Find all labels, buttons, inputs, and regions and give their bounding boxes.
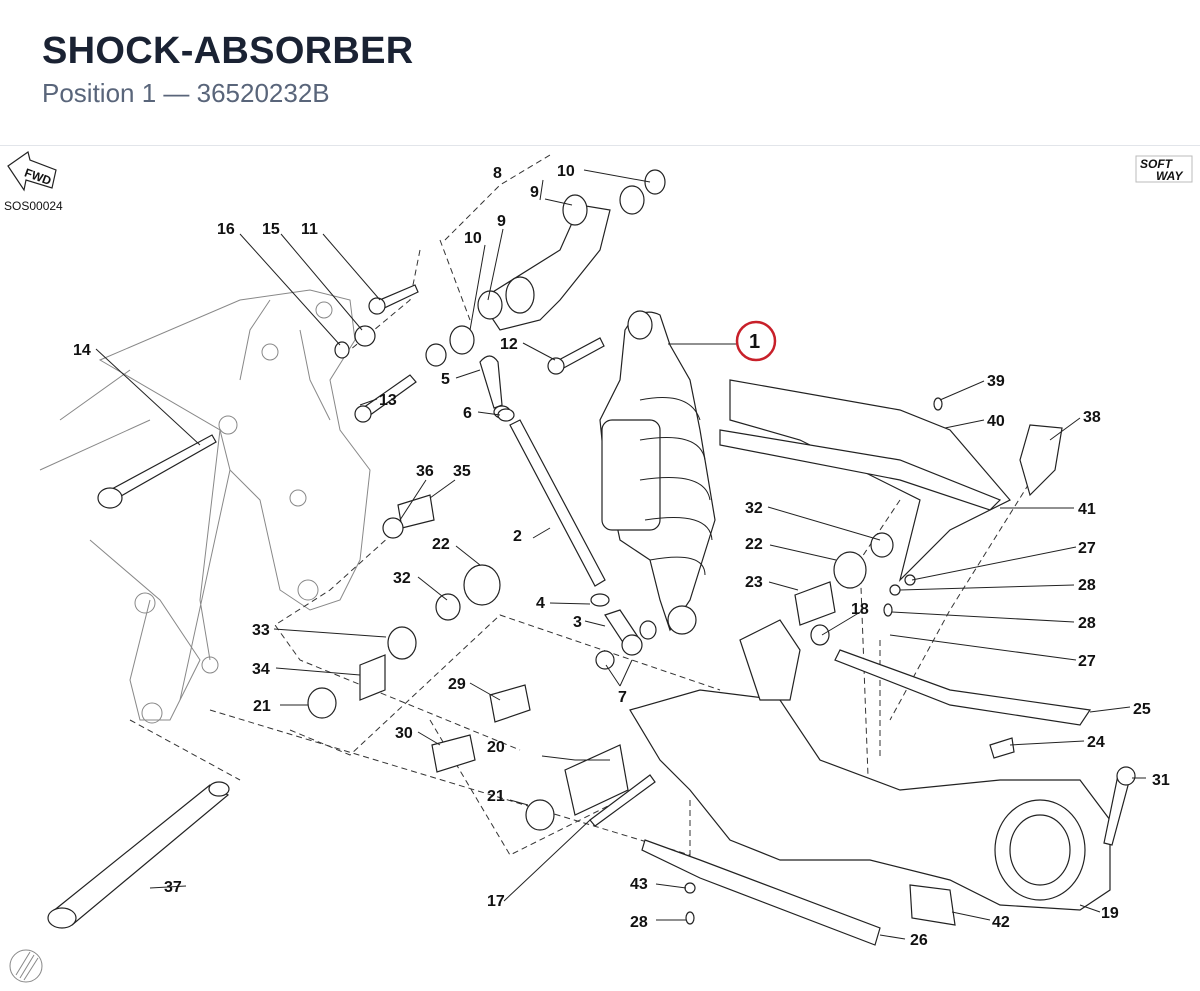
callout-28-middle[interactable]: 28: [1078, 615, 1096, 632]
header-divider: [0, 145, 1200, 146]
callout-5[interactable]: 5: [441, 371, 450, 388]
logo-line-2: WAY: [1156, 169, 1183, 183]
callout-26[interactable]: 26: [910, 932, 928, 949]
page-title: SHOCK-ABSORBER: [42, 30, 414, 72]
lower-bushings: [307, 397, 1136, 926]
softway-logo: SOFT WAY: [1135, 155, 1193, 183]
logo-line-1: SOFT: [1140, 157, 1174, 171]
callout-2[interactable]: 2: [513, 528, 522, 545]
leader-lines: [95, 169, 1146, 940]
callout-14[interactable]: 14: [73, 342, 91, 359]
callout-22-right[interactable]: 22: [745, 536, 763, 553]
upper-bolts: [334, 284, 605, 423]
callout-21-upper[interactable]: 21: [253, 698, 271, 715]
callout-3[interactable]: 3: [573, 614, 582, 631]
callout-41[interactable]: 41: [1078, 501, 1096, 518]
callout-25[interactable]: 25: [1133, 701, 1151, 718]
callout-9-upper[interactable]: 9: [530, 184, 539, 201]
callout-39[interactable]: 39: [987, 373, 1005, 390]
corner-stamp-icon: [9, 949, 43, 983]
callout-24[interactable]: 24: [1087, 734, 1105, 751]
callout-13[interactable]: 13: [379, 392, 397, 409]
callout-10-lower[interactable]: 10: [464, 230, 482, 247]
callout-29[interactable]: 29: [448, 676, 466, 693]
callout-28-upper[interactable]: 28: [1078, 577, 1096, 594]
callout-27-lower[interactable]: 27: [1078, 653, 1096, 670]
callout-30[interactable]: 30: [395, 725, 413, 742]
callout-32-right[interactable]: 32: [745, 500, 763, 517]
callout-16[interactable]: 16: [217, 221, 235, 238]
callout-11[interactable]: 11: [301, 221, 318, 238]
part-41-chain-guard: [719, 379, 1011, 582]
callout-32-left[interactable]: 32: [393, 570, 411, 587]
callout-23[interactable]: 23: [745, 574, 763, 591]
page-header: SHOCK-ABSORBER Position 1 — 36520232B: [0, 0, 1200, 146]
part-37-pin: [47, 781, 230, 929]
part-19-swingarm: [629, 619, 1111, 911]
callout-31[interactable]: 31: [1152, 772, 1170, 789]
callout-21-lower[interactable]: 21: [487, 788, 505, 805]
callout-22-left[interactable]: 22: [432, 536, 450, 553]
callout-15[interactable]: 15: [262, 221, 280, 238]
callout-33[interactable]: 33: [252, 622, 270, 639]
callout-37[interactable]: 37: [164, 879, 182, 896]
callout-12[interactable]: 12: [500, 336, 518, 353]
callout-27-upper[interactable]: 27: [1078, 540, 1096, 557]
callout-20[interactable]: 20: [487, 739, 505, 756]
callout-1[interactable]: 1: [749, 331, 760, 353]
upper-bushings: [425, 169, 666, 367]
callout-1-highlight[interactable]: [735, 320, 777, 362]
callout-9-lower[interactable]: 9: [497, 213, 506, 230]
callout-17[interactable]: 17: [487, 893, 505, 910]
callout-36[interactable]: 36: [416, 463, 434, 480]
frame-outline: [39, 289, 371, 724]
part-8-rocker: [479, 194, 611, 331]
callout-8[interactable]: 8: [493, 165, 502, 182]
part-25-guide: [834, 649, 1092, 726]
fwd-arrow-icon: FWD: [7, 151, 57, 192]
part-26-slider: [641, 839, 881, 946]
page-subtitle: Position 1 — 36520232B: [42, 78, 330, 108]
callout-28-lower[interactable]: 28: [630, 914, 648, 931]
callout-4[interactable]: 4: [536, 595, 545, 612]
callout-18[interactable]: 18: [851, 601, 869, 618]
callout-6[interactable]: 6: [463, 405, 472, 422]
callout-40[interactable]: 40: [987, 413, 1005, 430]
callout-7[interactable]: 7: [618, 689, 627, 706]
callout-38[interactable]: 38: [1083, 409, 1101, 426]
callout-43[interactable]: 43: [630, 876, 648, 893]
callout-19[interactable]: 19: [1101, 905, 1119, 922]
callout-10-upper[interactable]: 10: [557, 163, 575, 180]
callout-labels: 2 3 4 5 6 7 8 9 9 10 10 11 12 13 14 15 1…: [73, 163, 1170, 949]
callout-35[interactable]: 35: [453, 463, 471, 480]
part-38-cover: [1019, 424, 1063, 497]
callout-42[interactable]: 42: [992, 914, 1010, 931]
part-14-bolt: [97, 434, 217, 509]
drawing-code: SOS00024: [4, 199, 63, 213]
part-1-shock-absorber: [599, 310, 716, 635]
callout-34[interactable]: 34: [252, 661, 270, 678]
